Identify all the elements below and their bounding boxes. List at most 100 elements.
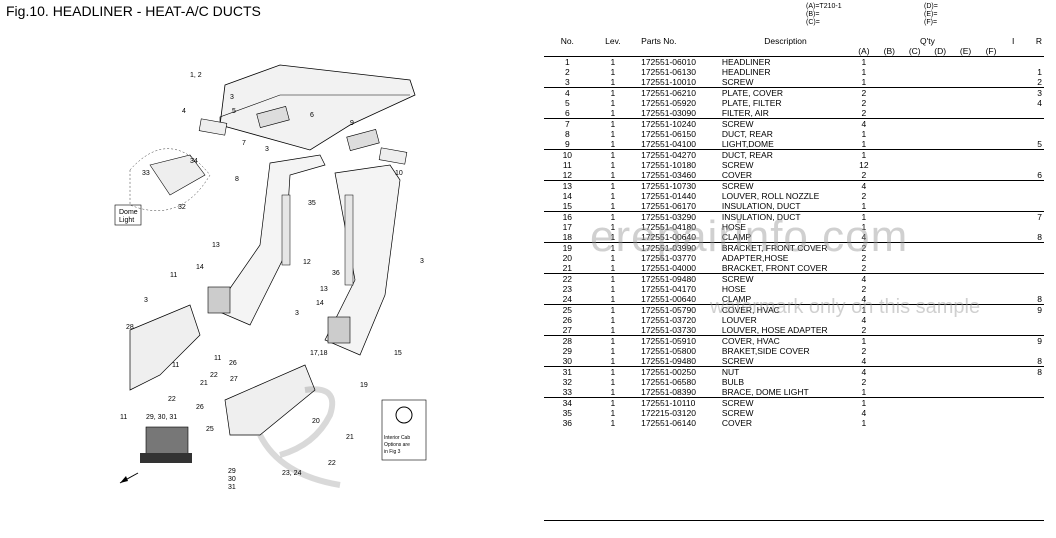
qty-f-cell [978,170,1003,181]
table-subheader-row: (A) (B) (C) (D) (E) (F) [544,46,1044,57]
callout: 35 [308,200,316,207]
qty-f-cell [978,387,1003,398]
qty-e-cell [953,222,978,232]
qty-a-cell: 1 [851,149,877,160]
qty-a-cell: 4 [851,118,877,129]
callout: 26 [229,360,237,367]
i-cell [1004,108,1023,119]
qty-c-cell [902,180,928,191]
r-cell [1023,253,1044,263]
qty-c-cell [902,139,927,150]
level-cell: 1 [610,98,616,108]
qty-f-cell [978,408,1003,418]
callout: 29 [228,468,236,475]
callout: 32 [178,204,186,211]
description-cell: BRACKET, FRONT COVER [721,263,828,273]
qty-f-cell [978,366,1004,377]
qty-d-cell [927,201,952,212]
callout: 14 [196,264,204,271]
hose-1 [279,386,336,458]
r-cell: 8 [1037,232,1042,242]
qty-d-cell [927,87,953,98]
insulation-strip-left [281,194,291,266]
qty-c-cell [902,56,928,67]
i-cell [1004,408,1023,418]
r-cell [1022,118,1044,129]
parts-number-cell: 172551-10240 [635,118,720,129]
part-no-cell: 28 [544,335,591,346]
rear-duct-left [214,154,326,326]
part-no-cell: 18 [562,232,573,242]
part-no-cell: 6 [564,108,570,118]
description-cell: PLATE, COVER [719,87,852,98]
description-cell: LOUVER [721,315,757,325]
callout: 31 [228,484,236,491]
callout: 8 [235,176,239,183]
callout: 11 [172,362,179,369]
description-cell: LOUVER, ROLL NOZZLE [721,191,820,201]
qty-d-cell [927,273,953,284]
level-cell: 1 [610,129,616,139]
callout: Dome [119,209,138,216]
part-no-cell: 17 [562,222,573,232]
parts-number-cell: 172551-06150 [641,129,696,139]
qty-b-cell [876,211,903,222]
r-cell [1023,387,1044,398]
qty-d-cell [927,418,952,428]
level-cell: 1 [610,222,616,232]
description-cell: SCREW [721,77,754,87]
qty-c-cell [902,294,927,305]
qty-e-cell [953,325,978,336]
description-cell: COVER [721,170,753,180]
r-cell: 7 [1022,211,1044,222]
qty-e-cell [952,118,979,129]
r-cell [1023,346,1044,356]
description-cell: SCREW [721,356,754,366]
qty-d-cell [927,253,952,263]
qty-b-cell [877,201,902,212]
i-cell [1004,284,1023,294]
qty-d-cell [927,180,953,191]
qty-b-cell [877,170,902,181]
r-cell [1023,377,1044,387]
level-cell: 1 [590,335,636,346]
qty-a-cell: 2 [861,108,867,118]
description-cell: HOSE [721,284,746,294]
qty-col-a: (A) [851,46,877,57]
part-no-cell: 24 [562,294,573,304]
qty-d-cell [927,139,952,150]
qty-e-cell [953,67,978,77]
qty-a-cell: 2 [861,170,867,180]
col-qty: Q'ty [920,36,935,46]
qty-c-cell [902,98,927,108]
parts-number-cell: 172551-03720 [641,315,696,325]
qty-e-cell [953,160,978,170]
callout: 21 [200,380,208,387]
level-cell: 1 [610,253,616,263]
parts-number-cell: 172551-03990 [635,242,720,253]
qty-d-cell [927,366,953,377]
qty-e-cell [953,201,978,212]
qty-e-cell [953,377,978,387]
qty-d-cell [927,242,953,253]
qty-f-cell [978,325,1003,336]
part-no-cell: 23 [562,284,573,294]
qty-e-cell [953,77,978,88]
i-cell [1003,242,1023,253]
callout: 9 [350,120,354,127]
qty-f-cell [978,118,1004,129]
qty-e-cell [952,273,979,284]
hose-2 [257,433,341,488]
part-no-cell: 3 [564,77,570,87]
qty-a-cell: 4 [851,273,877,284]
callout: 33 [142,170,150,177]
variant-a: (A)=T210-1 [806,3,842,10]
